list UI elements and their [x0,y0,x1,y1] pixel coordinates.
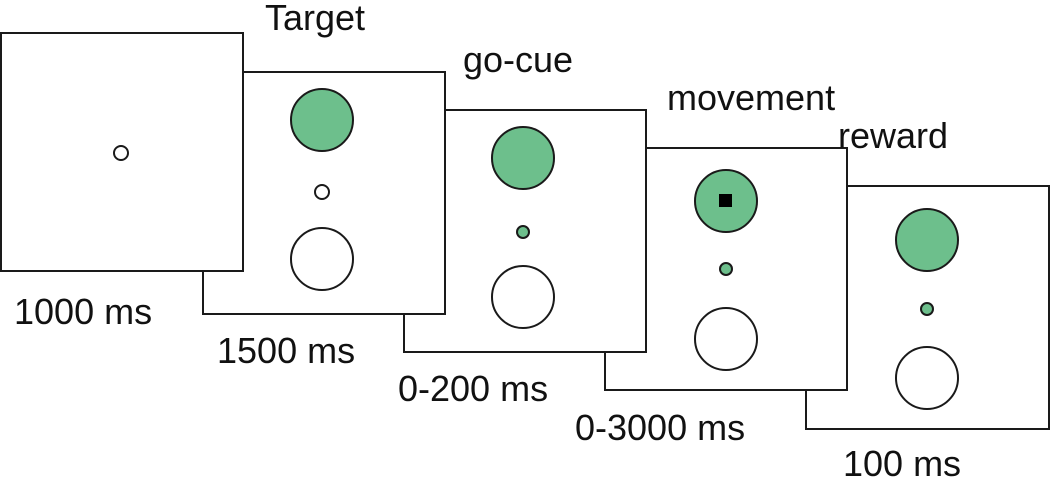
alternative-target-circle [290,227,354,291]
duration-label-fixation: 1000 ms [14,291,152,332]
alternative-target-circle [895,346,959,410]
duration-label-target: 1500 ms [217,330,355,371]
phase-label-reward: reward [838,115,948,156]
phase-label-go-cue: go-cue [463,39,573,80]
alternative-target-circle [694,307,758,371]
duration-label-movement: 0-3000 ms [575,407,745,448]
fixation-dot [516,225,530,239]
cursor-square [719,194,732,207]
fixation-dot [719,262,733,276]
fixation-ring [113,145,129,161]
fixation-ring [314,184,330,200]
duration-label-go-cue: 0-200 ms [398,368,548,409]
target-circle [290,88,354,152]
fixation-dot [920,302,934,316]
stage-panel-fixation [0,32,244,272]
alternative-target-circle [491,265,555,329]
phase-label-target: Target [265,0,365,38]
duration-label-reward: 100 ms [843,443,961,479]
phase-label-movement: movement [667,77,835,118]
target-circle [491,126,555,190]
target-circle [895,208,959,272]
